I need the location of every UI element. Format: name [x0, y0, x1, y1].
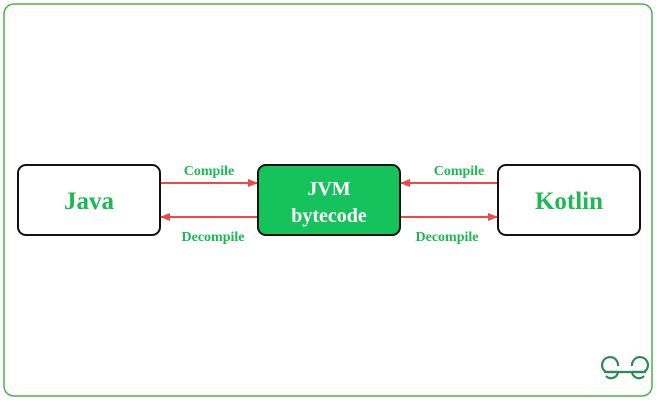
edge-jvm-to-java: Decompile — [160, 213, 257, 245]
java-node: Java — [17, 164, 161, 236]
jvm-label-line2: bytecode — [291, 205, 367, 227]
edge-label-decompile-right: Decompile — [416, 230, 479, 245]
java-label: Java — [64, 188, 115, 215]
edge-label-compile-right: Compile — [434, 164, 485, 179]
kotlin-label: Kotlin — [535, 188, 603, 215]
jvm-label-line1: JVM — [307, 178, 350, 200]
edge-label-decompile-left: Decompile — [182, 230, 245, 245]
kotlin-node: Kotlin — [497, 164, 641, 236]
jvm-bytecode-node: JVM bytecode — [257, 164, 401, 236]
kotlin-box — [497, 164, 641, 236]
jvm-box — [257, 164, 401, 236]
edge-kotlin-to-jvm: Compile — [400, 164, 497, 187]
edge-jvm-to-kotlin: Decompile — [401, 213, 498, 245]
java-box — [17, 164, 161, 236]
edge-java-to-jvm: Compile — [161, 164, 258, 187]
edge-label-compile-left: Compile — [184, 164, 235, 179]
geeksforgeeks-logo-icon — [600, 356, 650, 380]
